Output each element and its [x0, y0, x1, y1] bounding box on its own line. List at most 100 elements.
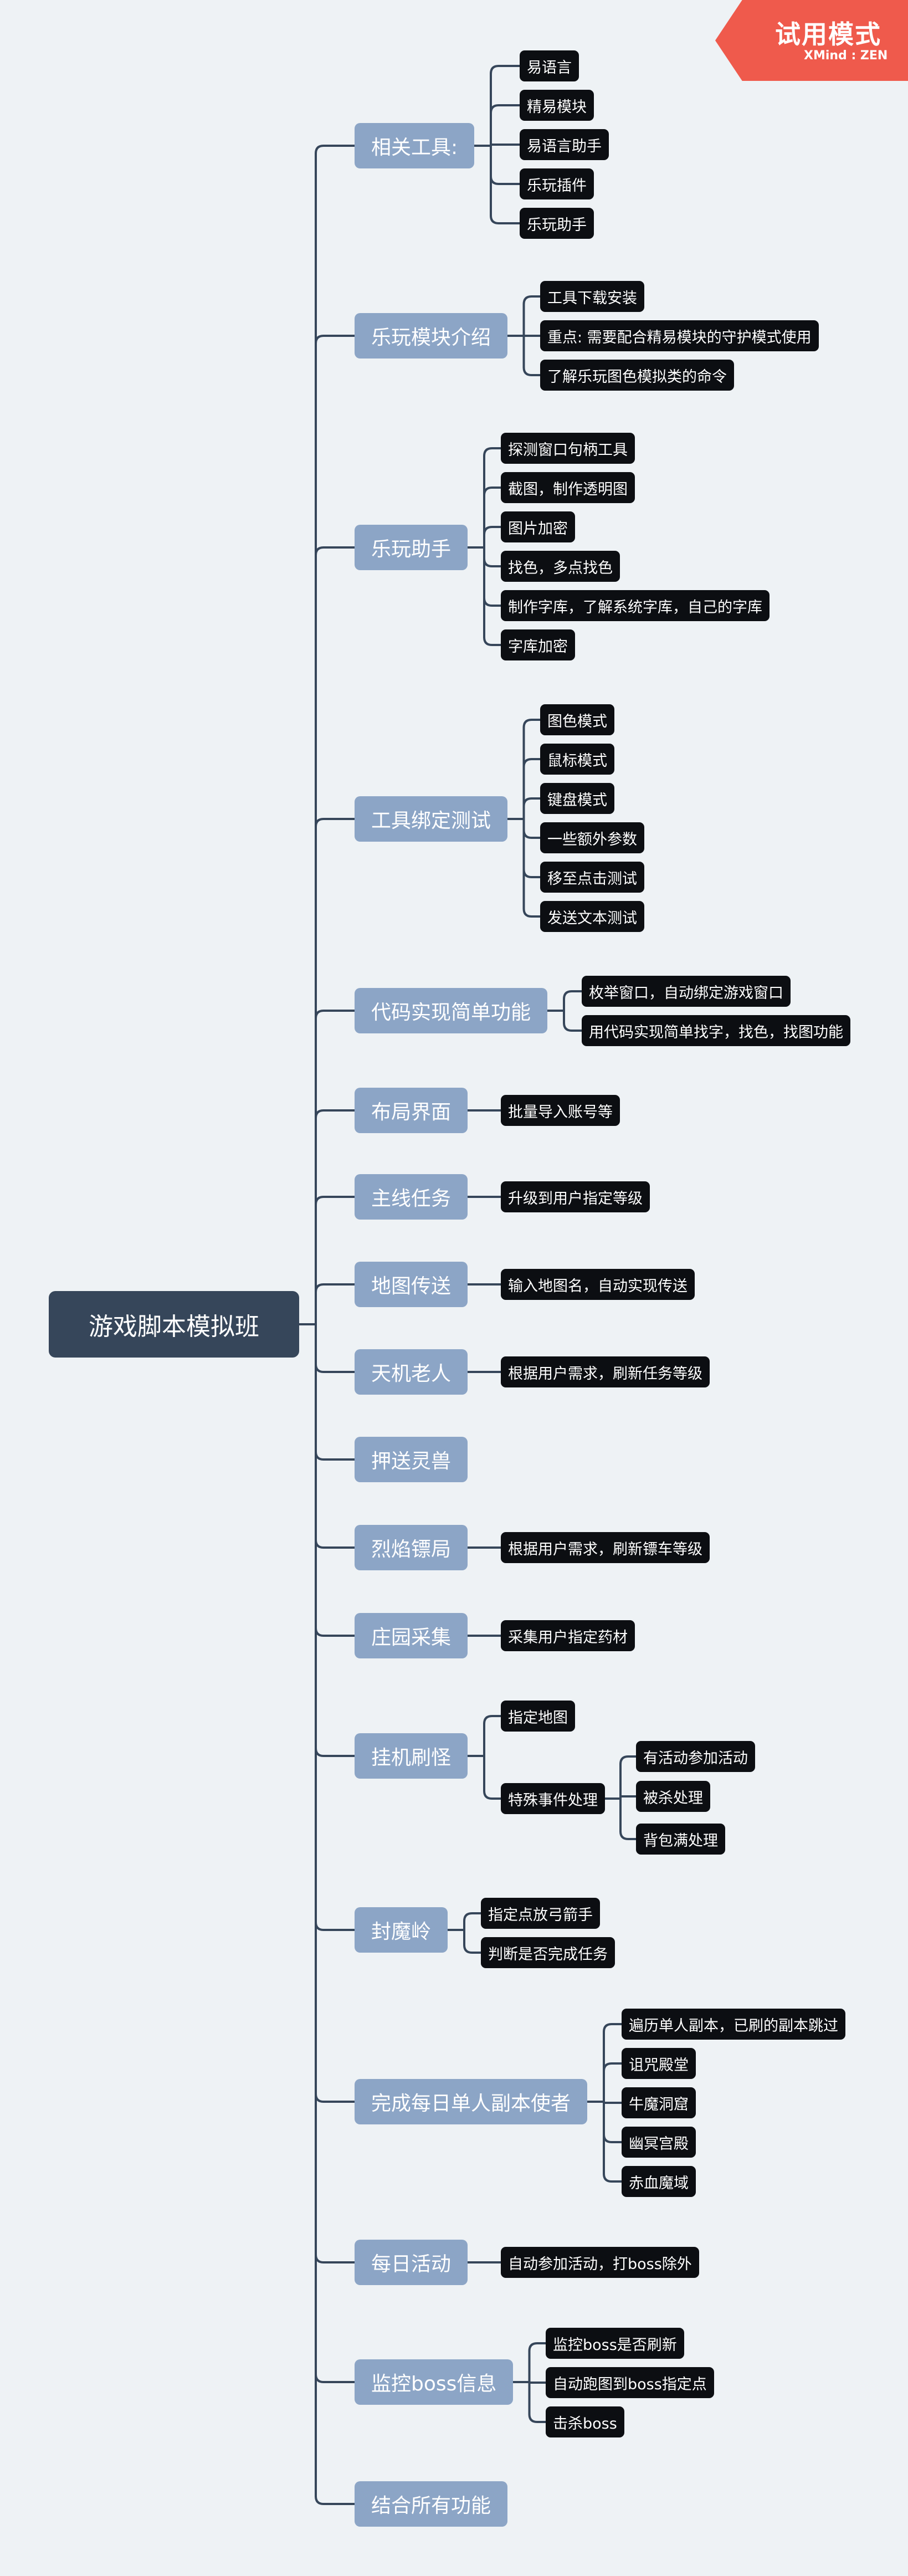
subtopic[interactable]: 诅咒殿堂 [622, 2048, 696, 2079]
connector-line [315, 1747, 356, 1757]
branch-topic[interactable]: 主线任务 [355, 1174, 468, 1220]
connector-line [522, 366, 541, 376]
connector-line [315, 1627, 356, 1637]
subtopic[interactable]: 赤血魔域 [622, 2166, 696, 2197]
branch-topic[interactable]: 完成每日单人副本使者 [355, 2079, 588, 2124]
branch-topic[interactable]: 庄园采集 [355, 1613, 468, 1658]
connector-line [315, 2254, 356, 2263]
connector-line [315, 1451, 356, 1461]
subtopic[interactable]: 键盘模式 [540, 783, 614, 814]
connector-line [315, 1363, 356, 1373]
subtopic[interactable]: 击杀boss [546, 2406, 624, 2437]
connector-line [619, 1830, 637, 1840]
subtopic[interactable]: 用代码实现简单找字，找色，找图功能 [582, 1015, 850, 1046]
subtopic[interactable]: 图色模式 [540, 704, 614, 735]
subtopic[interactable]: 有活动参加活动 [636, 1741, 755, 1772]
connector-line [315, 335, 356, 345]
connector-line [563, 990, 583, 1000]
branch-topic[interactable]: 每日活动 [355, 2240, 468, 2285]
connector-line [315, 2373, 356, 2383]
subtopic[interactable]: 乐玩助手 [520, 208, 594, 239]
connector-line [483, 526, 502, 536]
subtopic[interactable]: 工具下载安装 [540, 281, 644, 312]
subtopic[interactable]: 特殊事件处理 [501, 1783, 605, 1814]
branch-topic[interactable]: 挂机刷怪 [355, 1733, 468, 1779]
subtopic[interactable]: 易语言助手 [520, 129, 609, 160]
connector-line [490, 104, 521, 114]
connector-line [483, 597, 502, 607]
subtopic[interactable]: 被杀处理 [636, 1781, 710, 1812]
subtopic[interactable]: 重点: 需要配合精易模块的守护模式使用 [540, 320, 819, 351]
subtopic[interactable]: 图片加密 [501, 511, 575, 542]
connector-line [315, 2495, 356, 2505]
subtopic[interactable]: 字库加密 [501, 629, 575, 660]
subtopic[interactable]: 根据用户需求，刷新任务等级 [501, 1356, 710, 1387]
connector-line [522, 758, 541, 768]
subtopic[interactable]: 批量导入账号等 [501, 1095, 620, 1126]
subtopic[interactable]: 输入地图名，自动实现传送 [501, 1269, 695, 1300]
subtopic[interactable]: 根据用户需求，刷新镖车等级 [501, 1532, 710, 1563]
connector-line [490, 65, 521, 75]
branch-topic[interactable]: 相关工具: [355, 123, 475, 168]
connector-line [619, 1755, 637, 1765]
subtopic[interactable]: 判断是否完成任务 [481, 1937, 615, 1968]
subtopic[interactable]: 乐玩插件 [520, 168, 594, 199]
subtopic[interactable]: 指定点放弓箭手 [481, 1898, 600, 1929]
subtopic[interactable]: 指定地图 [501, 1701, 575, 1732]
subtopic[interactable]: 精易模块 [520, 90, 594, 121]
connector-line [563, 1022, 583, 1032]
branch-topic[interactable]: 布局界面 [355, 1088, 468, 1133]
connector-line [315, 1010, 356, 1020]
connector-line [463, 1912, 482, 1922]
subtopic[interactable]: 发送文本测试 [540, 901, 644, 932]
connector-line [315, 2093, 356, 2103]
subtopic[interactable]: 枚举窗口，自动绑定游戏窗口 [582, 976, 791, 1007]
connector-line [483, 486, 502, 496]
subtopic[interactable]: 鼠标模式 [540, 744, 614, 775]
branch-topic[interactable]: 代码实现简单功能 [355, 988, 548, 1033]
subtopic[interactable]: 自动参加活动，打boss除外 [501, 2247, 699, 2278]
connector-line [522, 829, 541, 839]
subtopic[interactable]: 背包满处理 [636, 1824, 725, 1855]
branch-topic[interactable]: 押送灵兽 [355, 1437, 468, 1482]
connector-line [603, 2133, 623, 2143]
connector-line [463, 1944, 482, 1954]
subtopic[interactable]: 牛魔洞窟 [622, 2087, 696, 2118]
branch-topic[interactable]: 乐玩模块介绍 [355, 313, 508, 359]
subtopic[interactable]: 采集用户指定药材 [501, 1620, 635, 1651]
subtopic[interactable]: 升级到用户指定等级 [501, 1181, 650, 1212]
subtopic[interactable]: 移至点击测试 [540, 862, 644, 893]
subtopic[interactable]: 遍历单人副本，已刷的副本跳过 [622, 2009, 845, 2040]
connector-line [522, 719, 541, 729]
connector-line [522, 797, 541, 807]
connector-line [315, 1921, 356, 1931]
branch-topic[interactable]: 工具绑定测试 [355, 796, 508, 842]
branch-topic[interactable]: 乐玩助手 [355, 525, 468, 570]
connector-line [522, 868, 541, 878]
subtopic[interactable]: 易语言 [520, 50, 579, 81]
xmind-brand-label: XMind : ZEN [804, 49, 888, 63]
subtopic[interactable]: 截图，制作透明图 [501, 472, 635, 503]
branch-topic[interactable]: 地图传送 [355, 1262, 468, 1307]
subtopic[interactable]: 了解乐玩图色模拟类的命令 [540, 360, 734, 391]
connector-line [315, 145, 356, 155]
connector-line [483, 557, 502, 567]
subtopic[interactable]: 一些额外参数 [540, 822, 644, 853]
subtopic[interactable]: 监控boss是否刷新 [546, 2328, 684, 2359]
branch-topic[interactable]: 封魔岭 [355, 1907, 448, 1953]
branch-topic[interactable]: 天机老人 [355, 1349, 468, 1395]
connector-line [315, 1283, 356, 1293]
subtopic[interactable]: 自动跑图到boss指定点 [546, 2367, 714, 2398]
root-topic[interactable]: 游戏脚本模拟班 [49, 1291, 299, 1358]
trial-mode-label: 试用模式 [775, 19, 881, 49]
branch-topic[interactable]: 监控boss信息 [355, 2359, 514, 2405]
connector-line [603, 2173, 623, 2183]
branch-topic[interactable]: 烈焰镖局 [355, 1525, 468, 1570]
subtopic[interactable]: 找色，多点找色 [501, 551, 620, 582]
subtopic[interactable]: 幽冥宫殿 [622, 2127, 696, 2158]
connector-line [490, 175, 521, 185]
subtopic[interactable]: 制作字库，了解系统字库，自己的字库 [501, 590, 770, 621]
subtopic[interactable]: 探测窗口句柄工具 [501, 433, 635, 464]
branch-topic[interactable]: 结合所有功能 [355, 2481, 508, 2527]
